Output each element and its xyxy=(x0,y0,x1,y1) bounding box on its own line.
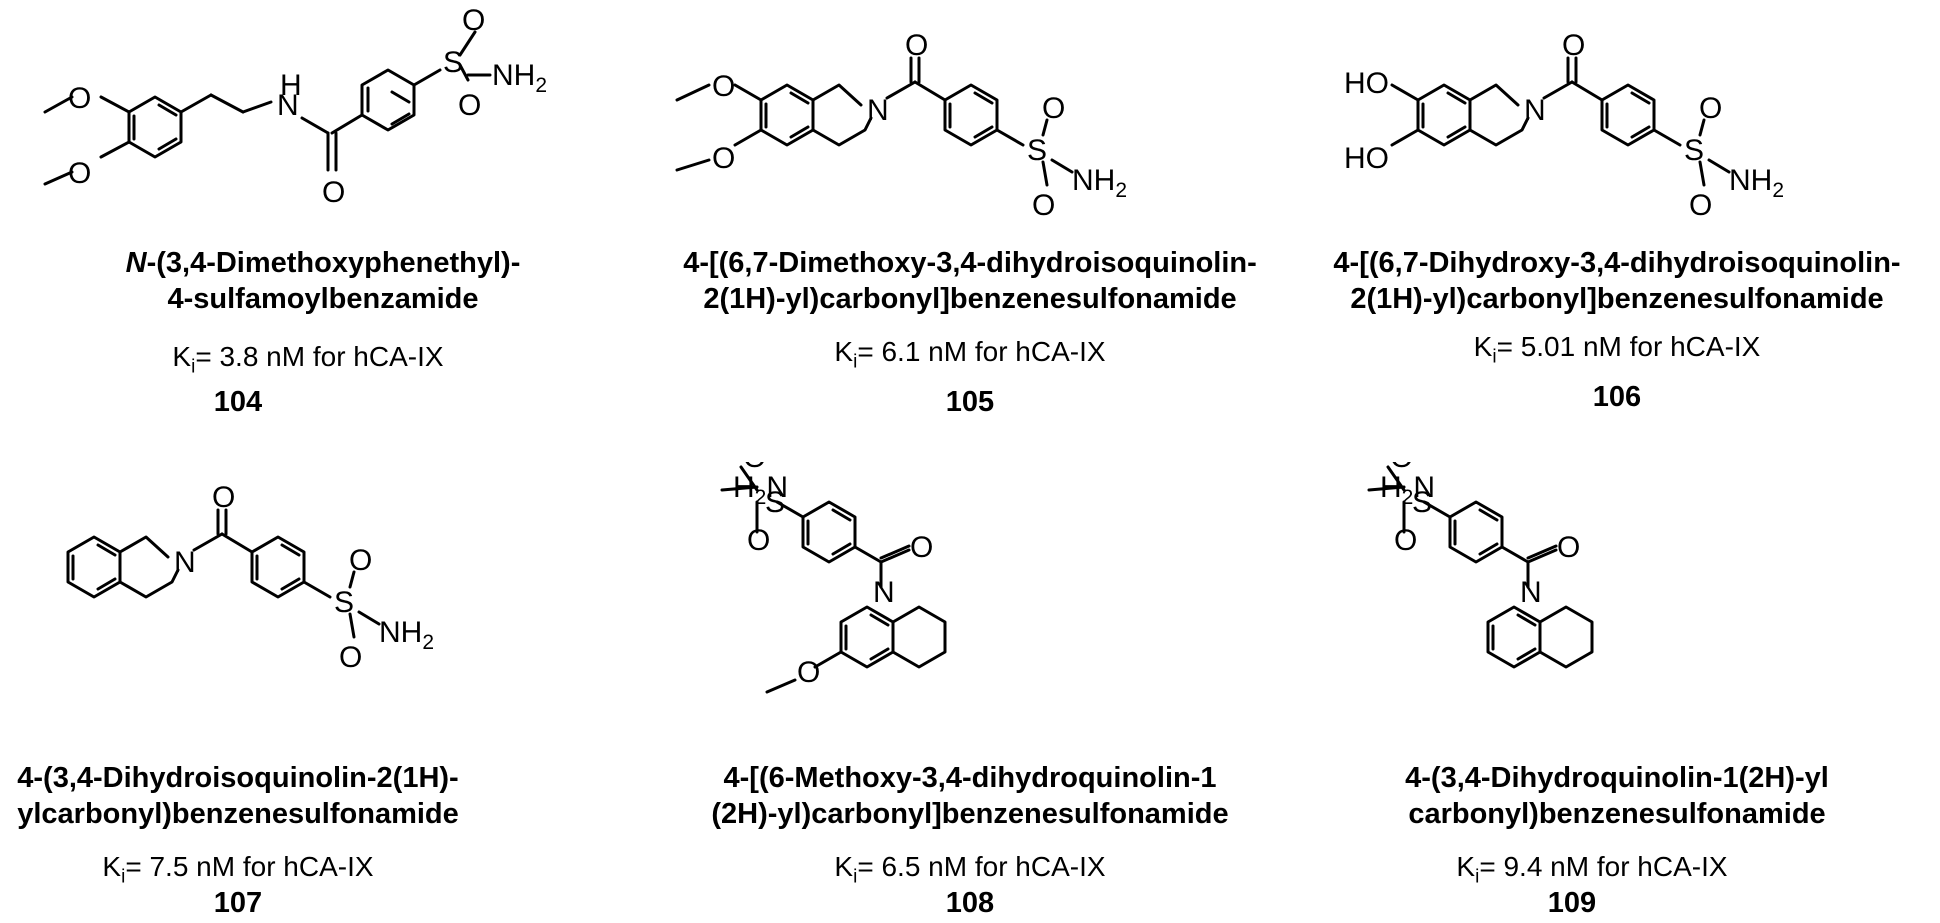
atom-o-1: O xyxy=(212,481,235,514)
compound-name: 4-[(6,7-Dihydroxy-3,4-dihydroisoquinolin… xyxy=(1333,247,1901,315)
compound-name: 4-(3,4-Dihydroisoquinolin-2(1H)-ylcarbon… xyxy=(17,762,459,830)
atom-s: S xyxy=(765,486,785,519)
compound-107: N O S O O NH2 4-(3,4-Dihydroisoquinolin-… xyxy=(0,462,646,923)
atom-o-1: O xyxy=(1562,29,1585,62)
atom-n: N xyxy=(873,576,895,609)
atom-nh2: NH2 xyxy=(1072,164,1127,202)
structure-108: H2N S O O O N O xyxy=(720,462,947,694)
ki-value: Ki= 5.01 nM for hCA-IX xyxy=(1473,331,1761,368)
structure-105: O O N O S O O NH2 xyxy=(675,29,1127,222)
atom-s: S xyxy=(334,586,354,619)
atom-nh2: NH2 xyxy=(379,616,434,654)
atom-ho-2: HO xyxy=(1344,142,1389,175)
ki-value: Ki= 9.4 nM for hCA-IX xyxy=(1456,851,1728,888)
atom-h2n: H2N xyxy=(1380,471,1435,509)
atom-nh2: NH2 xyxy=(1729,164,1784,202)
structure-109: H2N S O O O N xyxy=(1367,462,1594,669)
atom-o-2: O xyxy=(747,524,770,557)
atom-o-3: O xyxy=(1689,189,1712,222)
ki-value: Ki= 3.8 nM for hCA-IX xyxy=(172,341,444,378)
compound-number: 109 xyxy=(1547,887,1597,919)
atom-o-5: O xyxy=(1032,189,1055,222)
compound-104: O O N H O S O NH2 O N-(3,4-Dimethoxyphen… xyxy=(0,0,646,461)
atom-o-3: O xyxy=(339,641,362,674)
atom-h: H xyxy=(280,69,302,102)
atom-s: S xyxy=(443,46,463,79)
atom-o-5: O xyxy=(458,89,481,122)
compound-name: N-(3,4-Dimethoxyphenethyl)-4-sulfamoylbe… xyxy=(125,247,521,315)
atom-n: N xyxy=(277,89,299,122)
atom-s: S xyxy=(1412,486,1432,519)
compound-name: 4-[(6-Methoxy-3,4-dihydroquinolin-1(2H)-… xyxy=(711,762,1229,830)
compound-108: H2N S O O O N O 4-[(6-Methoxy-3,4-dihydr… xyxy=(647,462,1293,923)
atom-o-3: O xyxy=(910,531,933,564)
structure-106: HO HO N O S O O NH2 xyxy=(1344,29,1784,222)
atom-n: N xyxy=(1524,94,1546,127)
atom-o-1: O xyxy=(712,70,735,103)
atom-n: N xyxy=(867,94,889,127)
compound-number: 108 xyxy=(945,887,995,919)
atom-o-2: O xyxy=(1394,524,1417,557)
atom-o-2: O xyxy=(1699,92,1722,125)
compound-number: 107 xyxy=(213,887,263,919)
atom-o-1: O xyxy=(743,462,766,474)
compound-number: 106 xyxy=(1592,381,1642,413)
compound-number: 105 xyxy=(945,386,995,418)
atom-n: N xyxy=(174,546,196,579)
ki-value: Ki= 6.5 nM for hCA-IX xyxy=(834,851,1106,888)
compound-name: 4-[(6,7-Dimethoxy-3,4-dihydroisoquinolin… xyxy=(683,247,1257,315)
ki-value: Ki= 7.5 nM for hCA-IX xyxy=(102,851,374,888)
atom-o-4: O xyxy=(462,4,485,37)
atom-o-1: O xyxy=(68,82,91,115)
atom-o-3: O xyxy=(1557,531,1580,564)
atom-o-2: O xyxy=(68,157,91,190)
atom-nh2: NH2 xyxy=(492,59,547,97)
atom-o-1: O xyxy=(1390,462,1413,474)
compound-106: HO HO N O S O O NH2 4-[(6,7-Dihydroxy-3,… xyxy=(1294,0,1940,461)
atom-n: N xyxy=(1520,576,1542,609)
structure-107: N O S O O NH2 xyxy=(66,481,434,674)
atom-o-2: O xyxy=(712,142,735,175)
atom-ho-1: HO xyxy=(1344,67,1389,100)
compound-105: O O N O S O O NH2 4-[(6,7-Dimethoxy-3,4-… xyxy=(647,0,1293,461)
structure-104: O O N H O S O NH2 O xyxy=(43,4,547,209)
compound-109: H2N S O O O N 4-(3,4-Dihydroquinolin-1(2… xyxy=(1294,462,1940,923)
ki-value: Ki= 6.1 nM for hCA-IX xyxy=(834,336,1106,373)
atom-h2n: H2N xyxy=(733,471,788,509)
atom-o-2: O xyxy=(349,544,372,577)
atom-s: S xyxy=(1684,134,1704,167)
compound-number: 104 xyxy=(213,386,263,418)
atom-o-3: O xyxy=(322,176,345,209)
atom-o-4: O xyxy=(1042,92,1065,125)
atom-s: S xyxy=(1027,134,1047,167)
atom-o-3: O xyxy=(905,29,928,62)
atom-o-4: O xyxy=(797,656,820,689)
